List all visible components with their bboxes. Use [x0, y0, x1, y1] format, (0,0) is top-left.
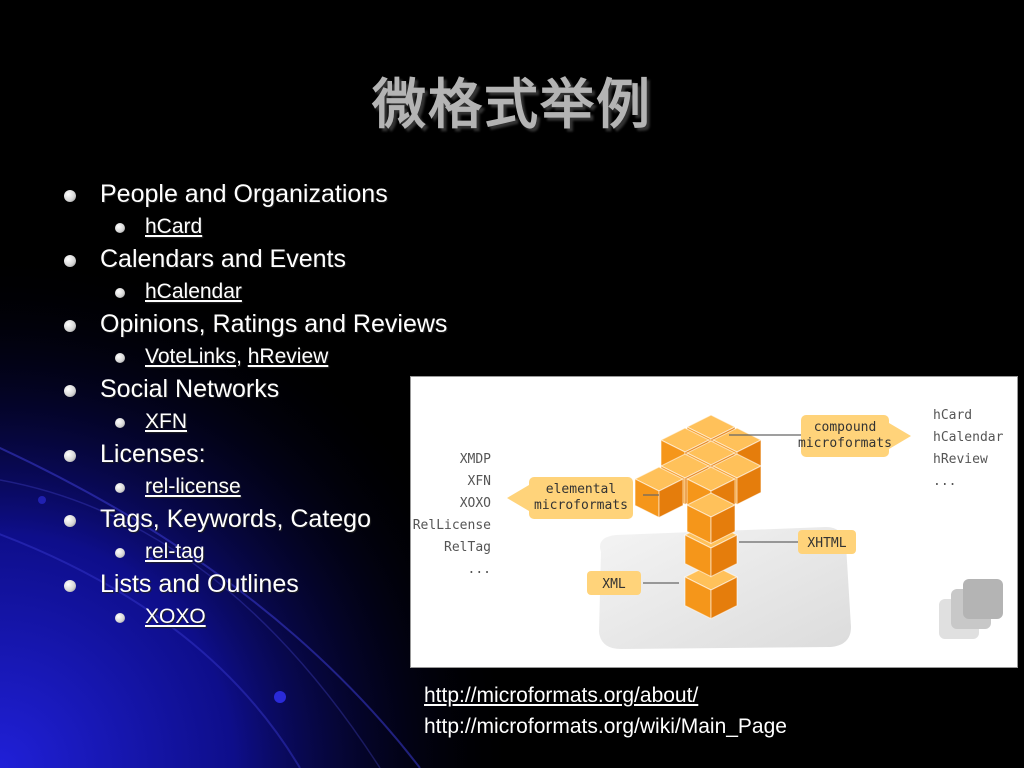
elemental-list: XMDP XFN XOXO RelLicenseRelTag...: [413, 452, 491, 577]
microformat-link[interactable]: hReview: [247, 345, 329, 368]
topic-label: Tags, Keywords, Catego: [100, 505, 371, 533]
microformat-link[interactable]: XFN: [145, 410, 187, 433]
bullet-icon: [115, 353, 125, 363]
format-name: RelTag: [444, 540, 491, 555]
wiki-url-text: http://microformats.org/wiki/Main_Page: [424, 715, 787, 738]
bullet-icon: [64, 580, 76, 592]
bullet-icon: [64, 515, 76, 527]
bullet-icon: [115, 223, 125, 233]
compound-microformats-callout: compound microformats: [798, 415, 911, 457]
subtopic-item: hCalendar: [64, 276, 484, 308]
bullet-icon: [115, 613, 125, 623]
subtopic-item: VoteLinks, hReview: [64, 341, 484, 373]
slide-title: 微格式举例: [372, 72, 652, 136]
format-name: XMDP: [460, 452, 491, 467]
subtopic-item: rel-tag: [64, 536, 484, 568]
microformat-link[interactable]: XOXO: [145, 605, 206, 628]
format-name: ...: [468, 562, 491, 577]
topic-item: Calendars and Events: [64, 243, 484, 276]
bullet-icon: [64, 450, 76, 462]
topic-item: Opinions, Ratings and Reviews: [64, 308, 484, 341]
bullet-icon: [64, 255, 76, 267]
subtopic-item: XOXO: [64, 601, 484, 633]
subtopic-item: XFN: [64, 406, 484, 438]
compound-list: hCard hCalendar hReview...: [933, 408, 1004, 489]
subtopic-item: rel-license: [64, 471, 484, 503]
microformat-link[interactable]: VoteLinks: [145, 345, 237, 368]
svg-text:microformats: microformats: [534, 498, 628, 513]
topic-item: Lists and Outlines: [64, 568, 484, 601]
bullet-icon: [64, 385, 76, 397]
separator-text: ,: [236, 345, 248, 368]
topic-label: Opinions, Ratings and Reviews: [100, 310, 448, 338]
bullet-icon: [115, 288, 125, 298]
source-urls: http://microformats.org/about/ http://mi…: [424, 680, 787, 742]
microformats-diagram: compound microformats elemental microfor…: [410, 376, 1018, 668]
format-name: hReview: [933, 452, 988, 467]
xml-callout: XML: [587, 571, 641, 595]
svg-text:XML: XML: [602, 577, 626, 592]
microformat-link[interactable]: hCard: [145, 215, 203, 238]
microformat-link[interactable]: hCalendar: [145, 280, 242, 303]
bullet-icon: [64, 190, 76, 202]
format-name: ...: [933, 474, 956, 489]
topic-label: Social Networks: [100, 375, 280, 403]
microformat-link[interactable]: rel-tag: [145, 540, 205, 563]
cube-face: [710, 576, 738, 620]
format-name: RelLicense: [413, 518, 491, 533]
format-name: XOXO: [460, 496, 491, 511]
topic-item: Tags, Keywords, Catego: [64, 503, 484, 536]
format-name: hCalendar: [933, 430, 1004, 445]
topic-label: Licenses:: [100, 440, 206, 468]
svg-text:microformats: microformats: [798, 436, 892, 451]
topic-item: Licenses:: [64, 438, 484, 471]
svg-text:compound: compound: [814, 420, 877, 435]
topic-label: Calendars and Events: [100, 245, 346, 273]
elemental-microformats-callout: elemental microformats: [507, 477, 633, 519]
format-name: XFN: [468, 474, 491, 489]
cube-face: [710, 504, 736, 545]
bullet-icon: [115, 483, 125, 493]
topic-label: People and Organizations: [100, 180, 388, 208]
cube-stack-icon: [633, 414, 763, 620]
cube-face: [710, 534, 738, 578]
topic-item: Social Networks: [64, 373, 484, 406]
microformats-logo-icon: [939, 579, 1003, 639]
bullet-icon: [64, 320, 76, 332]
subtopic-item: hCard: [64, 211, 484, 243]
format-name: hCard: [933, 408, 972, 423]
xhtml-callout: XHTML: [798, 530, 856, 554]
microformat-link[interactable]: rel-license: [145, 475, 241, 498]
bullet-icon: [115, 548, 125, 558]
svg-text:elemental: elemental: [546, 482, 616, 497]
topic-label: Lists and Outlines: [100, 570, 299, 598]
cube-face: [736, 465, 762, 506]
cube-face: [658, 478, 684, 519]
about-url-link[interactable]: http://microformats.org/about/: [424, 684, 699, 707]
svg-text:XHTML: XHTML: [807, 536, 846, 551]
topic-item: People and Organizations: [64, 178, 484, 211]
bullet-icon: [115, 418, 125, 428]
